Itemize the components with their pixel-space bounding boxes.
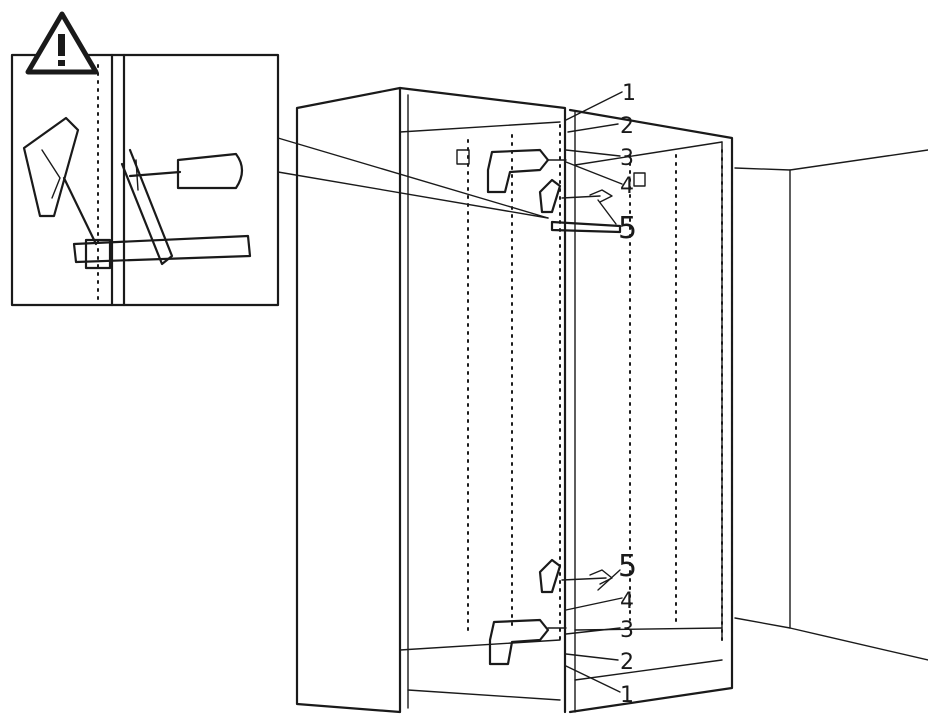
callout-2-top: 2 bbox=[620, 114, 634, 139]
callout-5-bottom: 5 bbox=[618, 549, 637, 584]
rail-bracket-left bbox=[456, 149, 470, 165]
callout-2-bottom: 2 bbox=[620, 650, 634, 675]
callout-5-top: 5 bbox=[618, 211, 637, 246]
callout-3-bottom: 3 bbox=[620, 618, 634, 643]
room-wall bbox=[734, 149, 928, 661]
clamp-tool-bottom bbox=[538, 558, 613, 594]
wardrobe-frame-left bbox=[295, 86, 567, 714]
wardrobe-frame-right bbox=[568, 108, 734, 714]
rail-bracket-right bbox=[633, 172, 646, 187]
warning-triangle-icon bbox=[25, 11, 99, 75]
detail-inset bbox=[10, 53, 280, 307]
clamp-tool-top bbox=[538, 178, 622, 234]
callout-1-top: 1 bbox=[622, 81, 636, 106]
drill-icon-bottom bbox=[488, 618, 567, 666]
callout-4-top: 4 bbox=[620, 174, 634, 199]
detail-zoom-lines bbox=[277, 137, 549, 219]
callout-leaders-top bbox=[565, 91, 623, 225]
callout-leaders-bottom bbox=[565, 569, 623, 693]
drill-icon-top bbox=[486, 148, 567, 194]
callout-1-bottom: 1 bbox=[620, 683, 634, 708]
shelf-hole-rows bbox=[467, 124, 723, 641]
callout-4-bottom: 4 bbox=[620, 589, 634, 614]
callout-3-top: 3 bbox=[620, 146, 634, 171]
